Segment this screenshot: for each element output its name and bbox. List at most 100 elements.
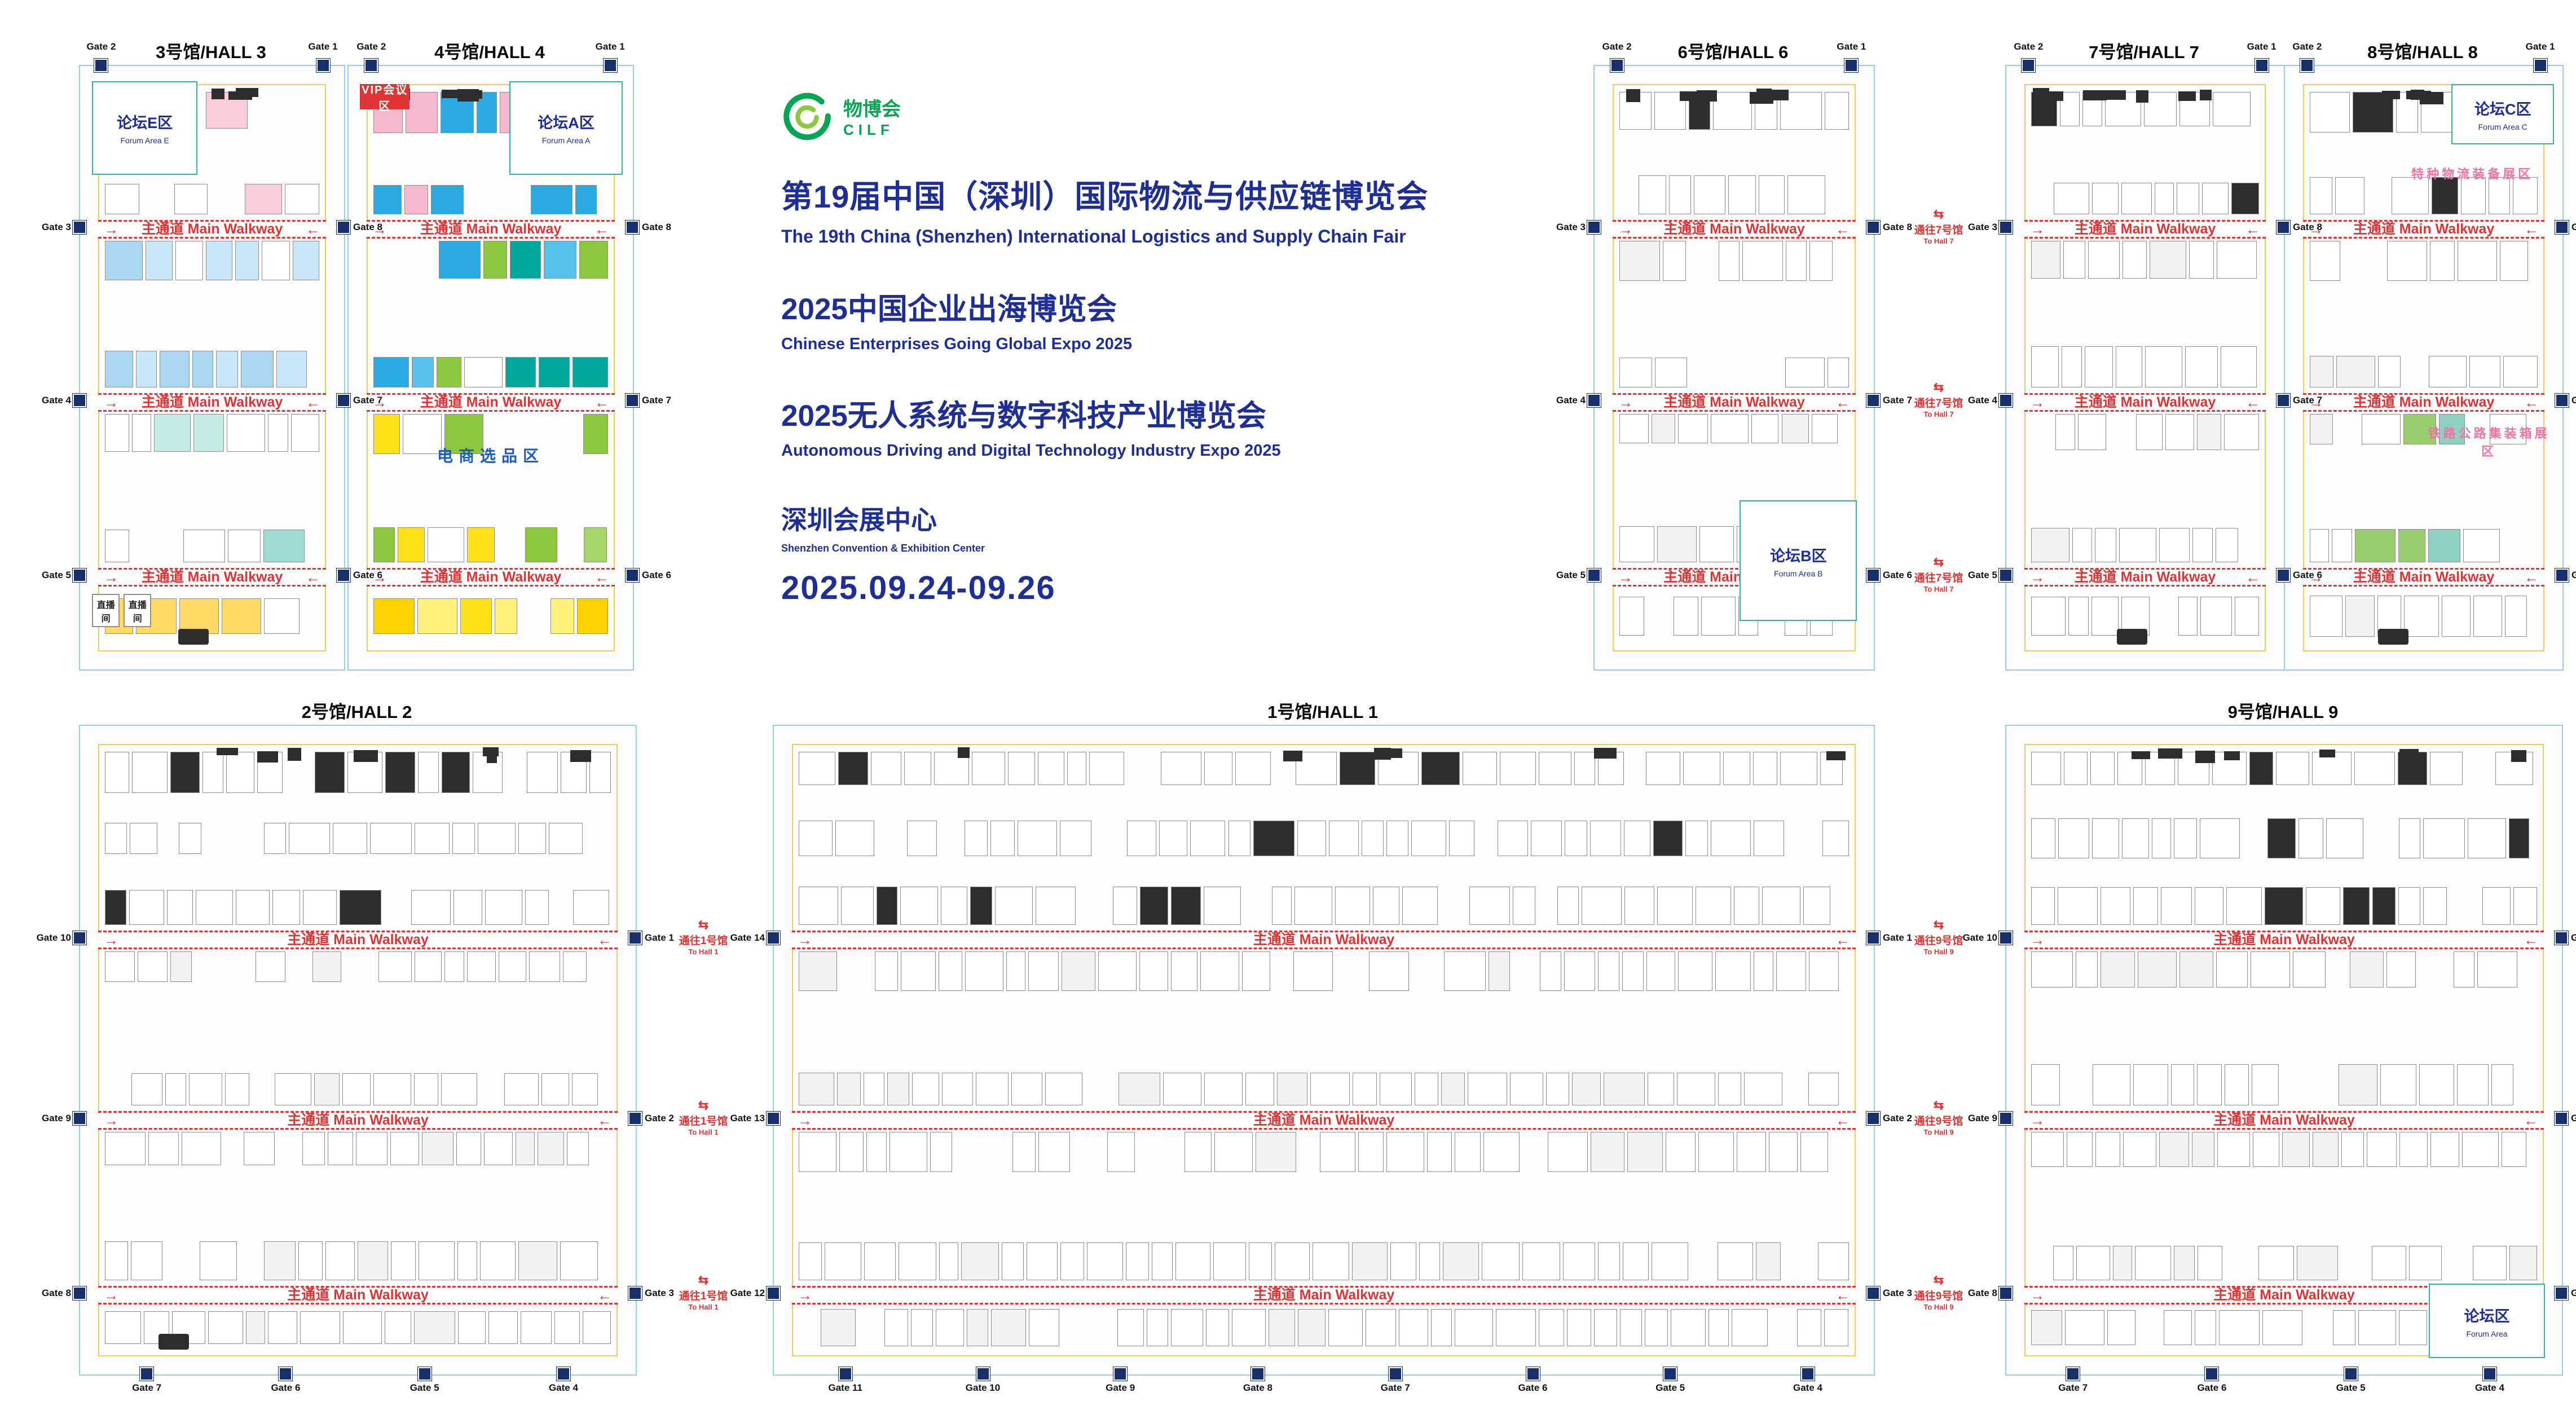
- booth: [1029, 1309, 1060, 1346]
- booth: [105, 414, 130, 452]
- booth: [192, 351, 213, 387]
- walkway-label: 主通道 Main Walkway: [2074, 394, 2216, 410]
- booth: [2226, 887, 2262, 925]
- booth: [457, 1241, 477, 1280]
- hall-hall6: 主通道 Main Walkway主通道 Main Walkway主通道 Main…: [1556, 41, 1912, 671]
- gate-door-icon: [1999, 569, 2013, 583]
- booth: [373, 414, 400, 455]
- booth: [566, 1132, 589, 1165]
- booth: [1546, 1072, 1569, 1105]
- hall-hall9: 主通道 Main Walkway主通道 Main Walkway主通道 Main…: [1963, 725, 2576, 1393]
- booth: [411, 890, 451, 925]
- booth: [2430, 1132, 2459, 1167]
- booth: [838, 752, 869, 785]
- booth: [1713, 92, 1752, 130]
- booth: [131, 752, 168, 794]
- booth: [2251, 1064, 2279, 1105]
- booth: [291, 414, 319, 452]
- booth: [576, 598, 608, 634]
- booth: [1531, 820, 1562, 857]
- booth: [2349, 951, 2384, 988]
- gate-door-icon: [767, 931, 780, 945]
- booth: [263, 823, 286, 854]
- booth: [2217, 241, 2257, 279]
- booth: [246, 1311, 266, 1344]
- booth: [1488, 951, 1511, 991]
- booth: [2310, 92, 2350, 133]
- booth: [1827, 357, 1849, 387]
- booth: [1297, 820, 1326, 857]
- booth: [105, 1132, 146, 1165]
- booth: [2101, 951, 2135, 988]
- booth: [2063, 241, 2085, 279]
- booth: [799, 752, 835, 785]
- gate-label: Gate 4: [1556, 394, 1586, 406]
- hall-title-hall7: 7号馆/HALL 7: [2089, 42, 2199, 62]
- booth: [1151, 1242, 1173, 1280]
- gate-label: Gate 8: [2571, 221, 2576, 232]
- booth: [105, 1241, 129, 1280]
- gate-label: Gate 6: [353, 570, 382, 581]
- booth: [2221, 346, 2257, 387]
- booth: [2267, 818, 2296, 858]
- booth: [2399, 818, 2421, 858]
- booth: [1538, 752, 1572, 785]
- booth: [384, 1311, 412, 1344]
- booth: [427, 527, 465, 562]
- gate-label: Gate 2: [2014, 41, 2044, 52]
- booth: [799, 820, 833, 857]
- booth: [1245, 1072, 1274, 1105]
- walkway-label: 主通道 Main Walkway: [1663, 394, 1805, 410]
- booth: [1241, 951, 1271, 991]
- booth: [1483, 1132, 1520, 1173]
- booth: [2343, 887, 2370, 925]
- booth: [1808, 1072, 1839, 1105]
- booth: [2371, 1246, 2407, 1280]
- booth: [1756, 1242, 1781, 1280]
- booth: [2463, 529, 2500, 562]
- hall-title-hall1: 1号馆/HALL 1: [1267, 702, 1378, 722]
- gate-door-icon: [1866, 1286, 1880, 1301]
- venue-name-zh: 深圳会展中心: [781, 505, 937, 535]
- booth: [2091, 818, 2120, 858]
- gate-door-icon: [1388, 1367, 1402, 1381]
- gate-door-icon: [2022, 59, 2036, 72]
- gate-door-icon: [626, 569, 639, 583]
- booth: [355, 1132, 387, 1165]
- booth: [2310, 177, 2332, 214]
- gate-label: Gate 4: [2474, 1382, 2504, 1393]
- booth: [1731, 1309, 1768, 1346]
- hall-hall8: 主通道 Main Walkway主通道 Main Walkway主通道 Main…: [2284, 41, 2576, 671]
- connector-label-zh: 通往7号馆: [1914, 224, 1963, 236]
- booth: [2090, 752, 2115, 786]
- booth: [1298, 1309, 1326, 1346]
- main-walkway: 主通道 Main Walkway: [2303, 568, 2544, 587]
- booth: [2372, 887, 2396, 925]
- walkway-label: 主通道 Main Walkway: [2353, 221, 2495, 237]
- booth: [1006, 951, 1026, 991]
- booth: [1540, 951, 1561, 991]
- booth: [405, 92, 438, 133]
- booth: [2075, 951, 2098, 988]
- booth: [2160, 887, 2192, 925]
- booth: [1619, 241, 1660, 281]
- booth: [138, 951, 168, 982]
- gate-label: Gate 3: [2571, 1288, 2576, 1299]
- connector-label-en: To Hall 7: [1923, 410, 1954, 418]
- booth: [1557, 887, 1579, 925]
- booth: [263, 529, 305, 562]
- booth: [2068, 596, 2089, 636]
- booth: [385, 752, 415, 794]
- booth: [1499, 752, 1536, 785]
- booth: [105, 184, 139, 214]
- gate-door-icon: [2066, 1367, 2080, 1381]
- booth: [1668, 175, 1691, 214]
- booth: [961, 1242, 999, 1280]
- booth: [2031, 951, 2073, 988]
- hall-hall1: 主通道 Main Walkway主通道 Main Walkway主通道 Main…: [730, 725, 1912, 1393]
- booth: [1369, 951, 1409, 991]
- gate-label: Gate 3: [1883, 1288, 1912, 1299]
- booth: [2061, 346, 2082, 387]
